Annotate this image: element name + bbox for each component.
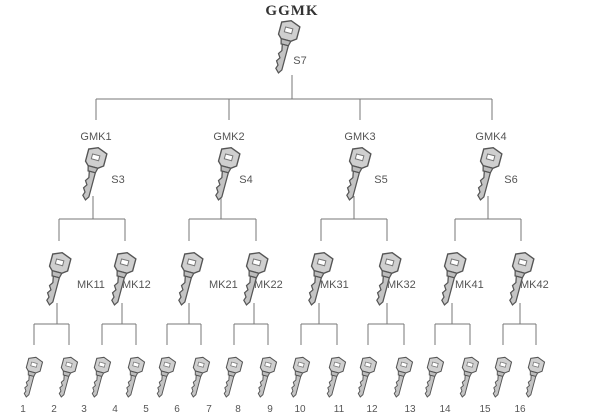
grand-master-label: GMK3	[344, 131, 375, 143]
master-key-label: MK22	[254, 279, 283, 291]
change-key-number: 12	[366, 404, 378, 415]
change-key-number: 11	[334, 404, 345, 415]
grand-master-label: GMK1	[80, 131, 111, 143]
key-icon	[40, 250, 72, 307]
connector-lines	[33, 75, 537, 345]
key-icon	[209, 145, 241, 202]
grand-master-3: GMK3 S5	[340, 131, 388, 202]
grand-master-1: GMK1 S3	[76, 131, 125, 202]
master-key-mk32: MK32	[370, 250, 416, 307]
change-key-icon	[521, 356, 545, 399]
master-key-label: MK11	[77, 279, 105, 291]
change-key-icon	[353, 356, 377, 399]
change-key-number: 14	[439, 404, 451, 415]
change-key-number: 5	[143, 404, 149, 415]
grand-master-code: S5	[374, 174, 387, 186]
change-key-number: 6	[174, 404, 180, 415]
change-key-icon	[19, 356, 43, 399]
change-key-icon	[121, 356, 145, 399]
change-key-number: 7	[206, 404, 212, 415]
master-key-mk41: MK41	[435, 250, 484, 307]
key-icon	[76, 145, 108, 202]
grand-master-code: S3	[111, 174, 124, 186]
change-key-icon	[455, 356, 479, 399]
key-icon	[471, 145, 503, 202]
change-key-number: 1	[20, 404, 26, 415]
grand-master-label: GMK4	[475, 131, 506, 143]
change-key-number: 13	[404, 404, 416, 415]
change-key-number: 2	[51, 404, 57, 415]
change-key-icon	[488, 356, 512, 399]
change-key-icon	[54, 356, 78, 399]
change-key-number: 15	[479, 404, 491, 415]
key-icon	[172, 250, 204, 307]
master-key-mk31: MK31	[302, 250, 349, 307]
grand-master-4: GMK4 S6	[471, 131, 518, 202]
change-key-number: 4	[112, 404, 118, 415]
grand-master-label: GMK2	[213, 131, 244, 143]
diagram-title: GGMK	[265, 3, 318, 19]
key-icon	[340, 145, 372, 202]
master-key-label: MK32	[387, 279, 416, 291]
grand-master-code: S6	[504, 174, 517, 186]
master-key-label: MK12	[122, 279, 151, 291]
master-key-mk21: MK21	[172, 250, 238, 307]
change-key-icon	[87, 356, 111, 399]
change-key-icon	[389, 356, 413, 399]
change-key-icon	[420, 356, 444, 399]
master-key-mk42: MK42	[503, 250, 549, 307]
change-key-icon	[286, 356, 310, 399]
master-key-mk11: MK11	[40, 250, 105, 307]
change-key-number: 10	[294, 404, 306, 415]
master-key-mk22: MK22	[237, 250, 283, 307]
change-key-icon	[186, 356, 210, 399]
change-key-icon	[253, 356, 277, 399]
master-key-label: MK21	[209, 279, 238, 291]
change-key-icon	[219, 356, 243, 399]
master-key-label: MK31	[320, 279, 349, 291]
master-key-label: MK42	[520, 279, 549, 291]
change-key-icon	[152, 356, 176, 399]
change-key-icon	[322, 356, 346, 399]
grand-master-2: GMK2 S4	[209, 131, 253, 202]
change-key-number: 8	[235, 404, 241, 415]
master-key-label: MK41	[455, 279, 484, 291]
master-key-mk12: MK12	[105, 250, 151, 307]
grand-master-code: S4	[239, 174, 252, 186]
change-key-number: 16	[514, 404, 526, 415]
top-key-code: S7	[293, 55, 306, 67]
change-key-number: 9	[267, 404, 273, 415]
change-key-number: 3	[81, 404, 87, 415]
